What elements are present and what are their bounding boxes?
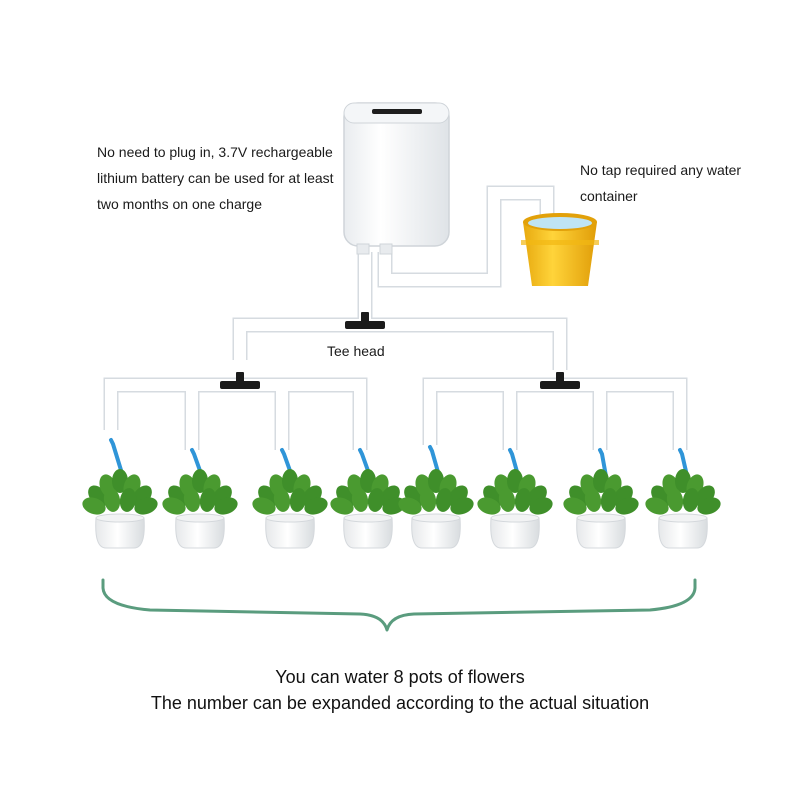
battery-note: No need to plug in, 3.7V rechargeable li… — [97, 144, 334, 212]
pump-unit-icon — [343, 102, 450, 255]
caption: You can water 8 pots of flowers The numb… — [0, 664, 800, 716]
hose-segment-2 — [234, 319, 566, 370]
tee-connector-icon — [345, 312, 385, 329]
hose-segment-0 — [379, 187, 553, 286]
potted-plants — [82, 469, 721, 549]
potted-plant-icon — [162, 469, 238, 549]
tee-connectors — [220, 312, 580, 389]
potted-plant-icon — [645, 469, 721, 549]
water-container-note: No tap required any water container — [580, 162, 742, 204]
hose-segment-6 — [424, 379, 686, 450]
potted-plant-icon — [82, 469, 158, 549]
hose-outline-2 — [232, 317, 568, 370]
brace-icon — [101, 578, 697, 632]
tee-connector-icon — [220, 372, 260, 389]
potted-plant-icon — [330, 469, 406, 549]
tee-connector-icon — [540, 372, 580, 389]
hose-segment-3 — [105, 379, 366, 450]
caption-line-1: You can water 8 pots of flowers — [275, 667, 525, 687]
tee-head-label: Tee head — [327, 343, 385, 359]
potted-plant-icon — [252, 469, 328, 549]
potted-plant-icon — [477, 469, 553, 549]
potted-plant-icon — [563, 469, 639, 549]
caption-line-2: The number can be expanded according to … — [150, 693, 650, 713]
hose-outline-3 — [103, 377, 368, 450]
hose-outline-6 — [422, 377, 688, 450]
bucket-icon — [521, 213, 599, 286]
potted-plant-icon — [398, 469, 474, 549]
